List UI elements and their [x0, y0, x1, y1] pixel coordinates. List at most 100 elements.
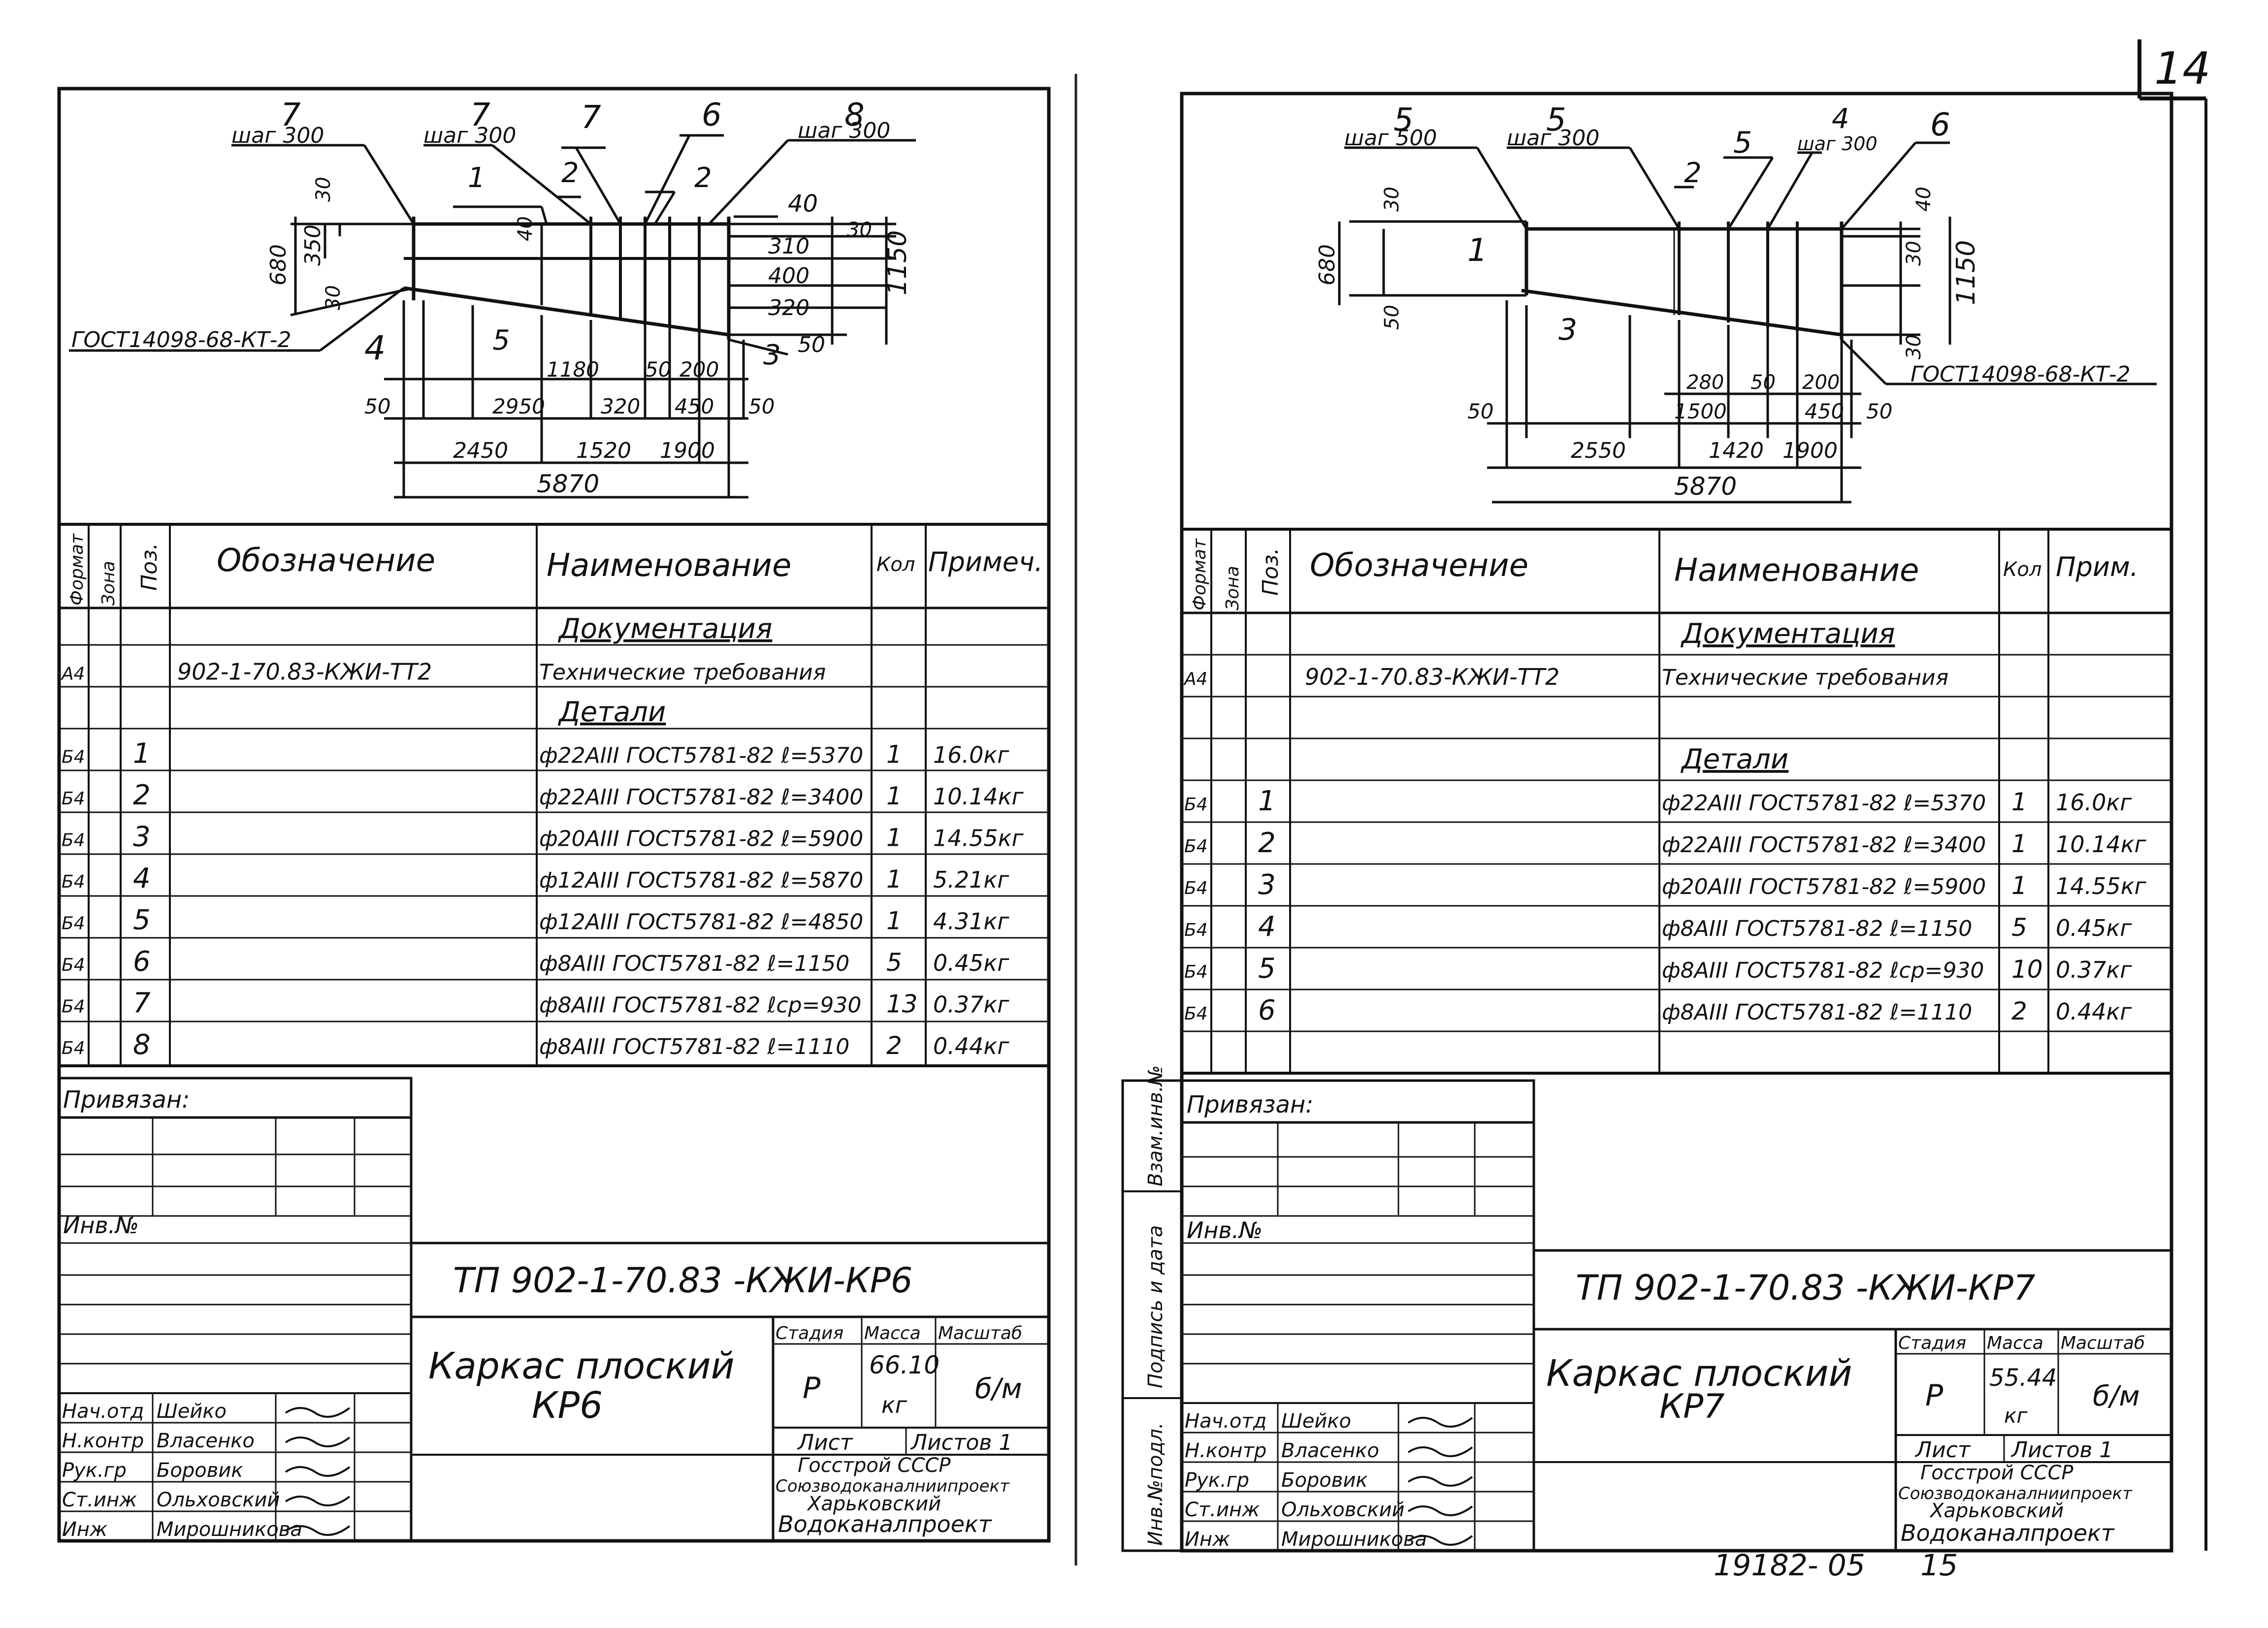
cell-qty: 1	[886, 740, 902, 768]
header-pos: Поз.	[1258, 548, 1283, 596]
dim-left: 350	[300, 224, 325, 266]
side-label: Взам.инв.№	[1144, 1065, 1167, 1186]
header-designation: Обозначение	[1310, 547, 1528, 584]
cell-qty: 1	[886, 823, 902, 852]
header-zone: Зона	[1223, 566, 1243, 610]
cell-qty: 1	[2011, 788, 2027, 816]
cell-qty: 2	[886, 1031, 902, 1060]
privyazan-label: Привязан:	[63, 1086, 190, 1114]
stage-value: Р	[803, 1371, 821, 1405]
cell-qty: 1	[2011, 830, 2027, 858]
dim-bottom: 2950	[492, 394, 545, 418]
signer-name: Мирошникова	[157, 1518, 302, 1541]
cell-format: Б4	[1184, 795, 1208, 815]
org-line: Госстрой СССР	[1920, 1462, 2074, 1484]
cell-designation: 902-1-70.83-КЖИ-ТТ2	[1305, 664, 1559, 690]
cell-name: Технические требования	[1662, 665, 1948, 690]
dim-right: 320	[768, 295, 810, 320]
cell-pos: 4	[1258, 911, 1276, 943]
signer-name: Шейко	[1281, 1410, 1351, 1433]
cell-format: Б4	[62, 872, 85, 892]
signer-role: Ст.инж	[62, 1489, 137, 1511]
cell-note: 0.37кг	[2056, 957, 2132, 983]
stage-header: Стадия	[1898, 1333, 1966, 1353]
bar-label: 4	[364, 329, 386, 368]
mass-header: Масса	[1987, 1333, 2043, 1353]
bar-label: 3	[1558, 313, 1577, 347]
dim-label: 50	[1381, 305, 1403, 330]
dim-right: 40	[788, 190, 818, 218]
cell-name: Документация	[1680, 618, 1895, 650]
dim-bottom: 320	[601, 394, 640, 418]
dim-bottom: 280	[1686, 371, 1724, 394]
drawing-code: ТП 902-1-70.83 -КЖИ-КР7	[1576, 1268, 2035, 1308]
corner-number: 14	[2154, 43, 2211, 95]
stage-header: Стадия	[776, 1323, 843, 1343]
callout-pos: 5	[1393, 102, 1414, 138]
callout-pos: 7	[581, 99, 601, 136]
signature	[285, 1525, 351, 1536]
cell-qty: 1	[886, 782, 902, 810]
stage-value: Р	[1925, 1378, 1944, 1413]
callout-step: шаг 300	[423, 123, 516, 148]
scale-value: б/м	[975, 1373, 1022, 1405]
cell-name: ф12АIII ГОСТ5781-82 ℓ=5870	[539, 868, 863, 893]
cell-note: 0.37кг	[933, 991, 1009, 1018]
dim-label: 30	[1903, 241, 1925, 266]
signer-role: Н.контр	[62, 1430, 144, 1452]
dim-right: 310	[768, 234, 810, 259]
cell-format: Б4	[1184, 878, 1208, 898]
header-qty: Кол	[876, 553, 915, 576]
signer-role: Инж	[1185, 1528, 1230, 1551]
dim-bottom: 1520	[576, 438, 631, 463]
cell-qty: 5	[2011, 913, 2027, 942]
cell-qty: 2	[2011, 997, 2027, 1025]
drawing-title: Каркас плоский	[428, 1345, 735, 1387]
archive-page: 15	[1920, 1548, 1958, 1583]
header-name: Наименование	[547, 547, 791, 584]
cell-note: 4.31кг	[933, 908, 1009, 934]
sheet-label: Лист	[797, 1430, 853, 1455]
cell-pos: 5	[133, 904, 151, 936]
cell-name: ф8АIII ГОСТ5781-82 ℓ=1150	[539, 951, 849, 976]
dim-label: 30	[1903, 334, 1925, 359]
scale-value: б/м	[2093, 1380, 2140, 1412]
dim-bottom: 50	[748, 394, 775, 418]
signer-role: Н.контр	[1185, 1439, 1266, 1462]
dim-bottom: 2550	[1571, 438, 1626, 463]
drawing-title: Каркас плоский	[1546, 1352, 1852, 1395]
sheets-count: Листов 1	[910, 1430, 1012, 1455]
cell-name: ф20АIII ГОСТ5781-82 ℓ=5900	[1662, 874, 1986, 899]
dim-left: 680	[266, 244, 291, 286]
cell-note: 16.0кг	[933, 741, 1009, 768]
header-pos: Поз.	[137, 543, 162, 591]
cell-qty: 1	[886, 906, 902, 935]
drawing-title-mark: КР7	[1659, 1387, 1725, 1426]
cell-qty: 10	[2011, 955, 2043, 984]
dim-bottom: 50	[1750, 371, 1776, 394]
sheet-right: 5 шаг 500 5 шаг 300 5 4 шаг 300 6 1 2 3 …	[1121, 92, 2207, 1553]
callout-pos: 5	[1733, 126, 1752, 160]
cell-qty: 1	[2011, 871, 2027, 900]
scale-header: Масштаб	[938, 1323, 1022, 1343]
dim-bottom: 1500	[1674, 399, 1727, 423]
title-block	[1180, 1079, 2171, 1551]
cell-note: 14.55кг	[2056, 873, 2146, 899]
cell-note: 16.0кг	[2056, 789, 2132, 816]
archive-code: 19182- 05	[1714, 1548, 1865, 1583]
cell-format: Б4	[62, 996, 85, 1017]
callout-step: шаг 300	[798, 118, 890, 143]
privyazan-label: Привязан:	[1187, 1091, 1313, 1118]
signer-role: Нач.отд	[1185, 1410, 1266, 1433]
inv-label: Инв.№	[1187, 1217, 1263, 1244]
header-format: Формат	[1190, 538, 1210, 610]
cell-name: ф8АIII ГОСТ5781-82 ℓср=930	[539, 992, 861, 1018]
cell-pos: 6	[1258, 994, 1276, 1026]
cell-designation: 902-1-70.83-КЖИ-ТТ2	[177, 658, 432, 685]
cell-name: ф8АIII ГОСТ5781-82 ℓ=1110	[539, 1034, 849, 1059]
spec-table	[1182, 528, 2171, 1075]
dim-bottom: 50	[364, 394, 390, 418]
sheet-label: Лист	[1914, 1437, 1971, 1463]
title-block	[58, 1077, 1049, 1541]
